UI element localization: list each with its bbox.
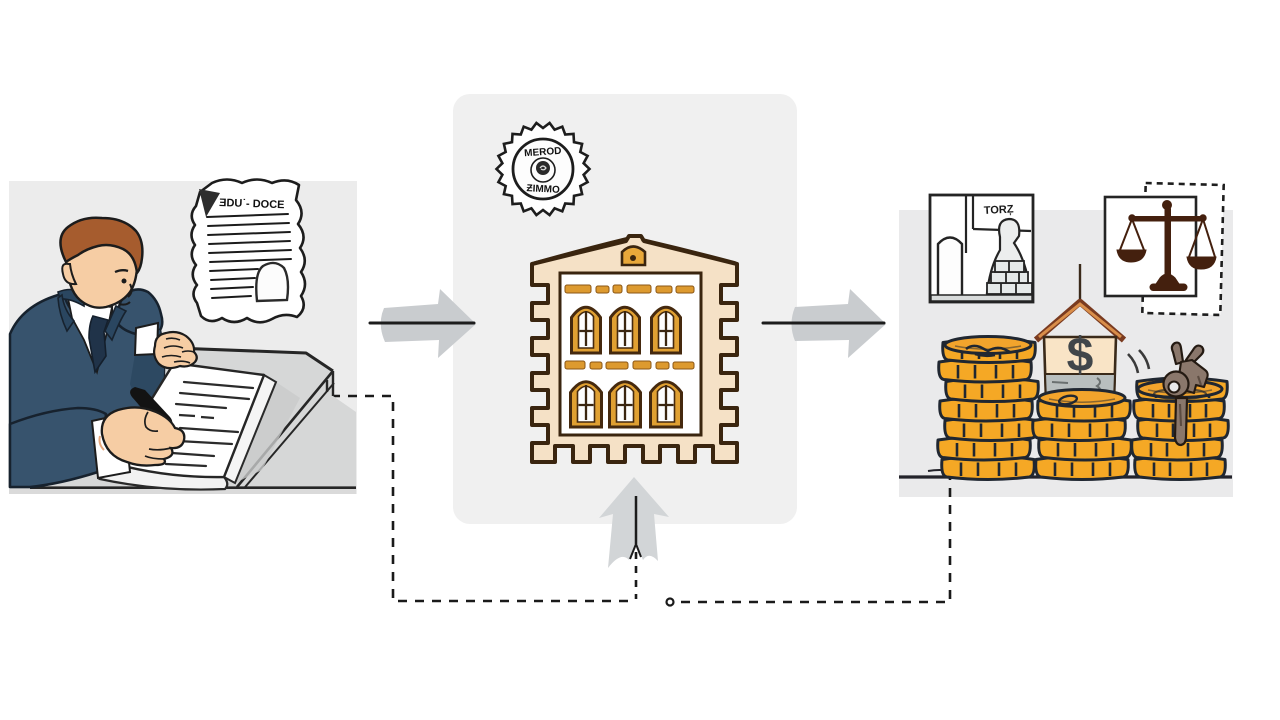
svg-text:TORZ̦: TORZ̦ <box>984 203 1015 217</box>
svg-text:ƎDU˙- DOCE: ƎDU˙- DOCE <box>219 197 285 211</box>
svg-text:MΕROD: MΕROD <box>524 146 562 160</box>
svg-text:ƵIMMO: ƵIMMO <box>526 183 560 196</box>
svg-text:$: $ <box>1067 329 1094 382</box>
